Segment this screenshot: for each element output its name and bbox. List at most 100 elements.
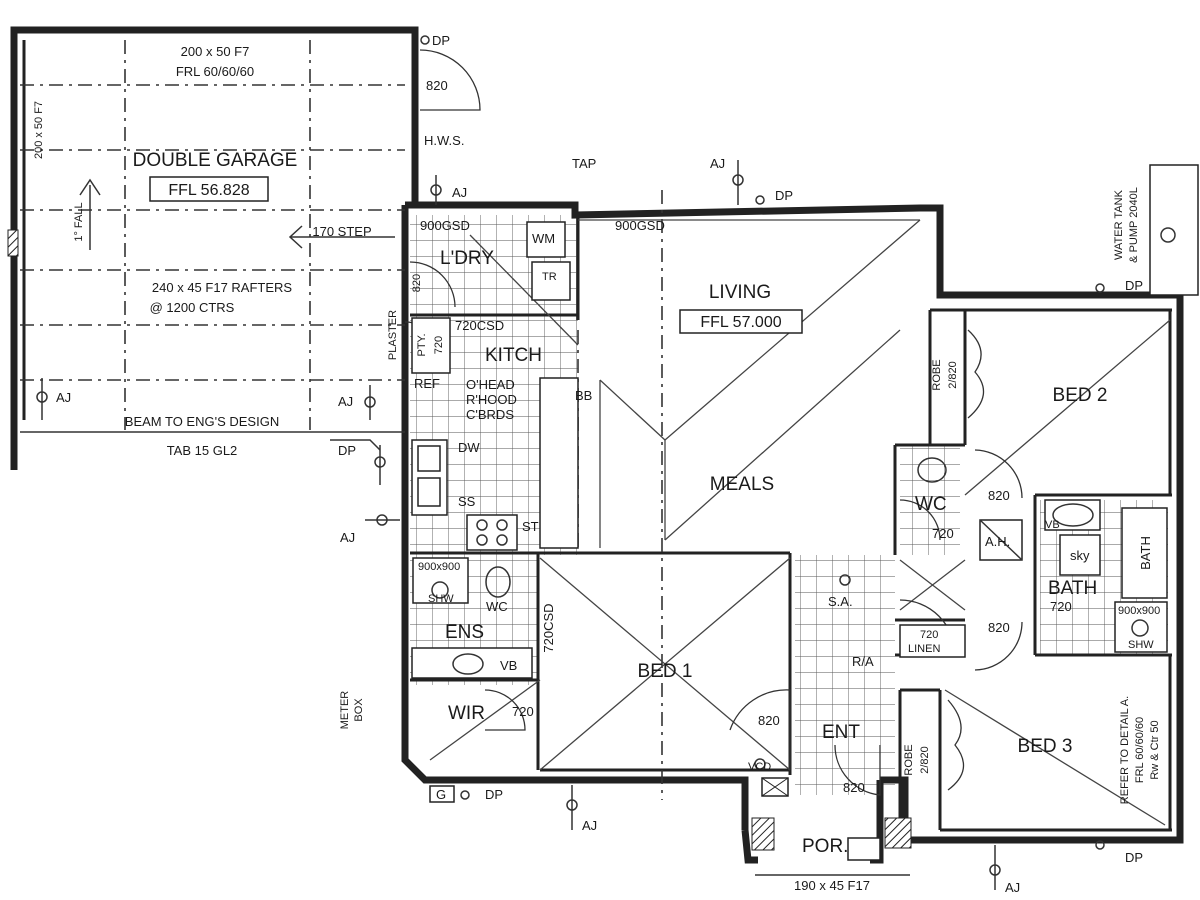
room-label-bath: BATH [1048, 578, 1097, 599]
door-wc: 720 [932, 526, 954, 541]
meter-label-1: METER [339, 691, 351, 730]
detail-note-2: FRL 60/60/60 [1134, 717, 1146, 783]
vb-bath-label: VB [1045, 519, 1060, 531]
garage-header-beam: 200 x 50 F7 [181, 44, 250, 59]
overhead-1: O'HEAD [466, 377, 515, 392]
robe-bed3-2: 2/820 [919, 746, 931, 774]
vb-ens-label: VB [500, 658, 517, 673]
bath-tub-label: BATH [1138, 536, 1153, 570]
water-tank-1: WATER TANK [1113, 189, 1125, 260]
door-bath: 720 [1050, 599, 1072, 614]
dw-label: DW [458, 440, 480, 455]
tap-label: TAP [572, 156, 596, 171]
vcd-label: VCD [748, 761, 771, 773]
dp-label-5: DP [1125, 278, 1143, 293]
room-label-wir: WIR [448, 703, 485, 724]
dp-label-6: DP [1125, 850, 1143, 865]
ss-label: SS [458, 494, 476, 509]
living-ffl: FFL 57.000 [700, 314, 781, 331]
detail-note-3: Rw & Ctr 50 [1149, 720, 1161, 779]
detail-note-1: REFER TO DETAIL A. [1119, 696, 1131, 804]
door-garage: 820 [426, 78, 448, 93]
door-pty: 720 [433, 336, 445, 354]
dp-label-4: DP [485, 787, 503, 802]
room-label-ent: ENT [822, 722, 860, 743]
garage-beam-1: BEAM TO ENG'S DESIGN [125, 414, 279, 429]
room-label-meals: MEALS [710, 474, 774, 495]
aj-label-4: AJ [338, 394, 353, 409]
room-label-living: LIVING [709, 282, 771, 303]
plaster-label: PLASTER [387, 310, 399, 360]
door-linen: 720 [920, 629, 938, 641]
room-label-garage: DOUBLE GARAGE [133, 150, 298, 171]
walls [7, 26, 1184, 864]
sa-label: S.A. [828, 594, 853, 609]
water-tank-2: & PUMP 2040L [1128, 187, 1140, 263]
gas-label: G [436, 787, 446, 802]
bb-label: BB [575, 388, 592, 403]
garage-ffl: FFL 56.828 [168, 182, 249, 199]
robe-bed2-2: 2/820 [947, 361, 959, 389]
door-swings [404, 49, 1023, 796]
porch-beam: 190 x 45 F17 [794, 878, 870, 893]
room-label-laundry: L'DRY [440, 248, 494, 269]
pty-label: PTY. [416, 333, 428, 356]
aj-label-3: AJ [56, 390, 71, 405]
door-ldry: 820 [411, 274, 423, 292]
door-hall-2: 820 [988, 620, 1010, 635]
aj-label-1: AJ [452, 185, 467, 200]
aj-label-6: AJ [582, 818, 597, 833]
shower-ens-label: SHW [428, 593, 454, 605]
dp-label-2: DP [775, 188, 793, 203]
room-label-bed1: BED 1 [638, 661, 693, 682]
room-label-wc-main: WC [915, 494, 947, 515]
hws-label: H.W.S. [424, 133, 464, 148]
ceiling-diagonals [429, 219, 1171, 826]
structural-dash-lines [20, 40, 663, 800]
fixtures [411, 164, 1199, 861]
dp-label-1: DP [432, 33, 450, 48]
ref-label: REF [414, 376, 440, 391]
room-label-ens: ENS [445, 622, 484, 643]
garage-beam-2: TAB 15 GL2 [167, 443, 238, 458]
garage-step: 170 STEP [312, 224, 371, 239]
garage-fall: 1° FALL [73, 202, 85, 241]
room-label-kitchen: KITCH [485, 345, 542, 366]
service-markers [36, 35, 1105, 890]
gsd-label-2: 900GSD [615, 218, 665, 233]
sky-label: sky [1070, 548, 1090, 563]
door-hall-1: 820 [988, 488, 1010, 503]
door-ldry-csd: 720CSD [455, 318, 504, 333]
linen-label: LINEN [908, 643, 940, 655]
door-wir: 720 [512, 704, 534, 719]
arrows [79, 178, 395, 250]
shower-bath-size: 900x900 [1118, 605, 1160, 617]
garage-rafters-1: 240 x 45 F17 RAFTERS [152, 280, 292, 295]
door-bed1: 820 [758, 713, 780, 728]
garage-rafters-2: @ 1200 CTRS [150, 300, 235, 315]
overhead-3: C'BRDS [466, 407, 514, 422]
garage-frl: FRL 60/60/60 [176, 64, 254, 79]
wm-label: WM [532, 231, 555, 246]
dp-label-3: DP [338, 443, 356, 458]
shower-bath-label: SHW [1128, 639, 1154, 651]
aj-label-2: AJ [710, 156, 725, 171]
room-label-bed3: BED 3 [1018, 736, 1073, 757]
meter-label-2: BOX [353, 698, 365, 722]
robe-bed2-1: ROBE [931, 359, 943, 390]
shower-ens-size: 900x900 [418, 561, 460, 573]
door-ent: 820 [843, 780, 865, 795]
robe-bed3-1: ROBE [903, 744, 915, 775]
room-label-bed2: BED 2 [1053, 385, 1108, 406]
ra-label: R/A [852, 654, 874, 669]
st-label: ST [522, 519, 539, 534]
gsd-label-1: 900GSD [420, 218, 470, 233]
garage-side-beam: 200 x 50 F7 [33, 101, 45, 159]
ah-label: A.H. [985, 534, 1010, 549]
aj-label-7: AJ [1005, 880, 1020, 895]
room-label-wc-ens: WC [486, 599, 508, 614]
door-ens-csd: 720CSD [541, 603, 556, 652]
room-label-por: POR. [802, 836, 848, 857]
aj-label-5: AJ [340, 530, 355, 545]
